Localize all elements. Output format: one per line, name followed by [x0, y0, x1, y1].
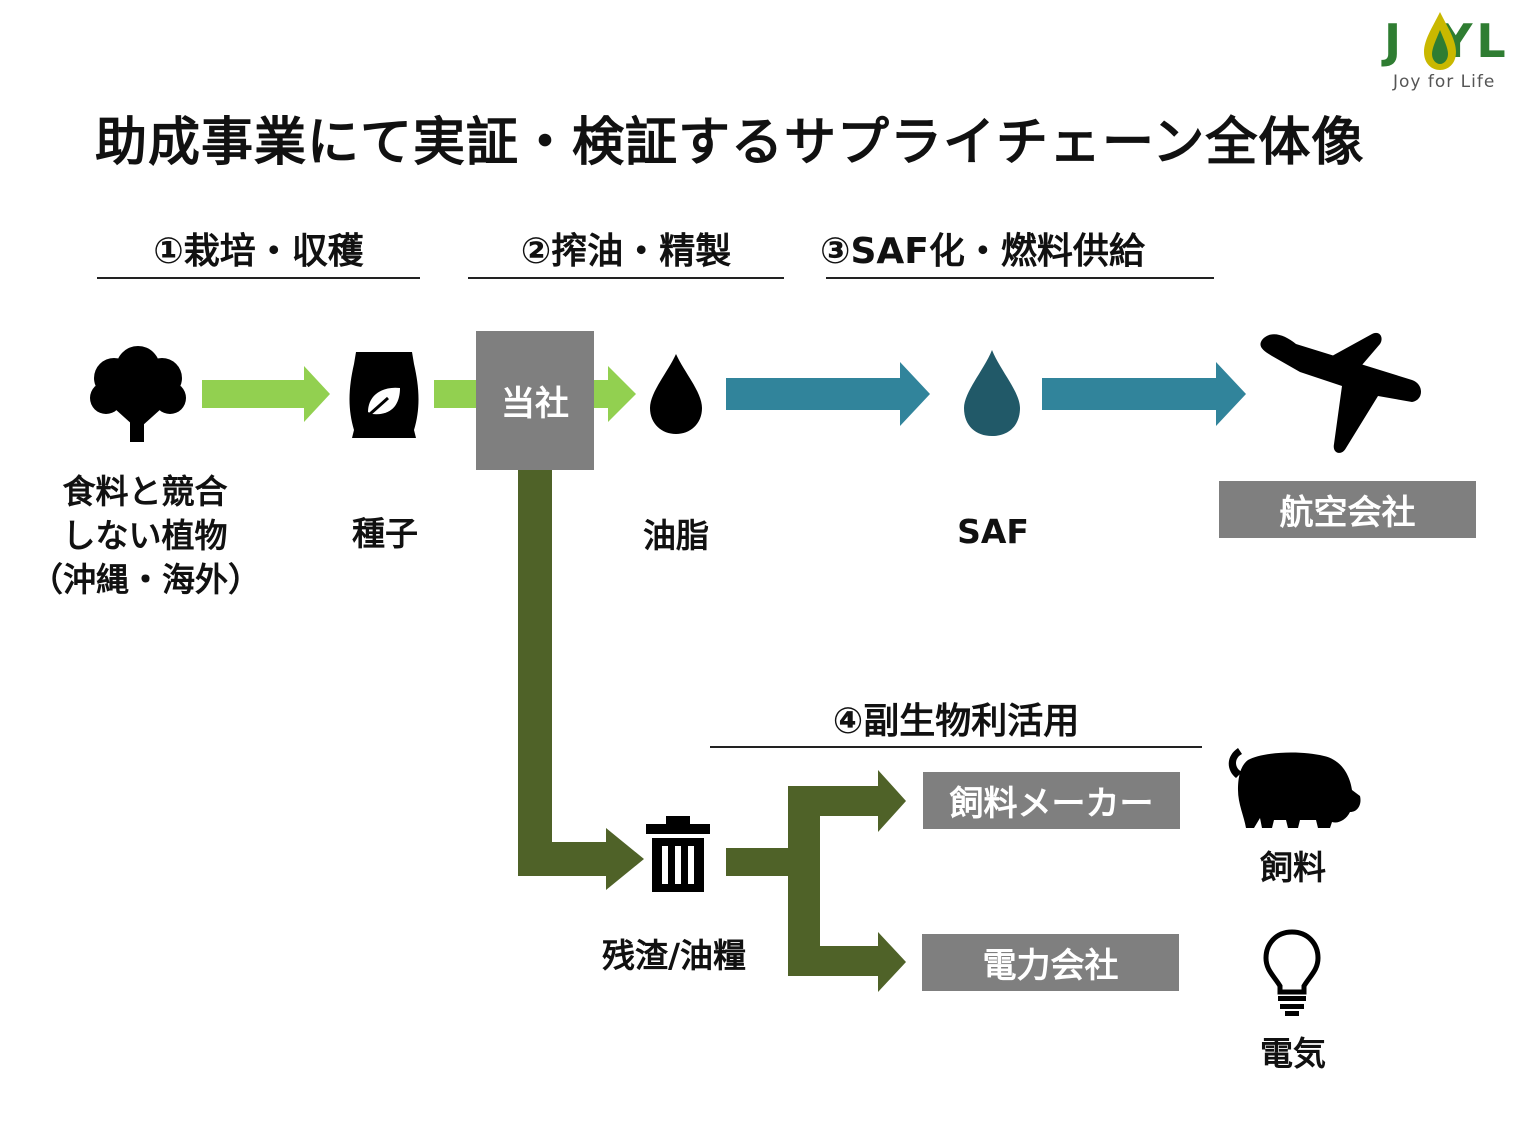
saf-drop-icon [964, 350, 1020, 436]
company-label: 当社 [501, 384, 569, 424]
arrow-tree-to-seed [202, 366, 330, 422]
tree-icon [90, 346, 186, 442]
saf-label: SAF [957, 512, 1029, 551]
feed-maker-box: 飼料メーカー [923, 772, 1180, 829]
seed-bag-icon [349, 352, 419, 438]
pig-icon [1228, 748, 1361, 828]
oil-label: 油脂 [643, 516, 709, 555]
lightbulb-icon [1263, 929, 1321, 1016]
step-1-rule [97, 277, 420, 279]
power-company-box: 電力会社 [922, 934, 1179, 991]
arrow-saf-to-airline [1042, 362, 1246, 426]
arrow-seed-to-company [434, 380, 478, 408]
electricity-label: 電気 [1260, 1034, 1326, 1073]
step-4-rule [710, 746, 1202, 748]
plant-label-line3: （沖縄・海外） [30, 560, 261, 599]
plant-label-line2: しない植物 [62, 516, 228, 555]
step-3-heading: ③SAF化・燃料供給 [820, 231, 1145, 272]
airplane-icon [1260, 332, 1421, 453]
feed-maker-label: 飼料メーカー [949, 784, 1154, 824]
company-box: 当社 [476, 331, 594, 470]
airline-box: 航空会社 [1219, 481, 1476, 538]
step-1-heading: ①栽培・収穫 [153, 231, 364, 272]
olive-flow [518, 468, 906, 992]
feed-label: 飼料 [1260, 848, 1326, 887]
step-2-heading: ②搾油・精製 [520, 231, 732, 272]
seed-label: 種子 [352, 514, 418, 553]
page-title: 助成事業にて実証・検証するサプライチェーン全体像 [95, 113, 1365, 173]
airline-label: 航空会社 [1279, 493, 1416, 533]
plant-label: 食料と競合 しない植物 （沖縄・海外） [30, 470, 261, 602]
arrow-company-to-oil [592, 366, 636, 422]
power-company-label: 電力会社 [982, 946, 1119, 986]
step-3-rule [826, 277, 1214, 279]
logo-tagline: Joy for Life [1393, 72, 1496, 92]
residue-label: 残渣/油糧 [601, 936, 747, 975]
oil-drop-icon [650, 354, 702, 434]
step-4-heading: ④副生物利活用 [832, 701, 1080, 742]
logo-j: J [1384, 14, 1406, 68]
step-2-rule [468, 277, 784, 279]
arrow-oil-to-saf [726, 362, 930, 426]
plant-label-line1: 食料と競合 [62, 472, 228, 511]
trash-bin-icon [646, 816, 710, 892]
